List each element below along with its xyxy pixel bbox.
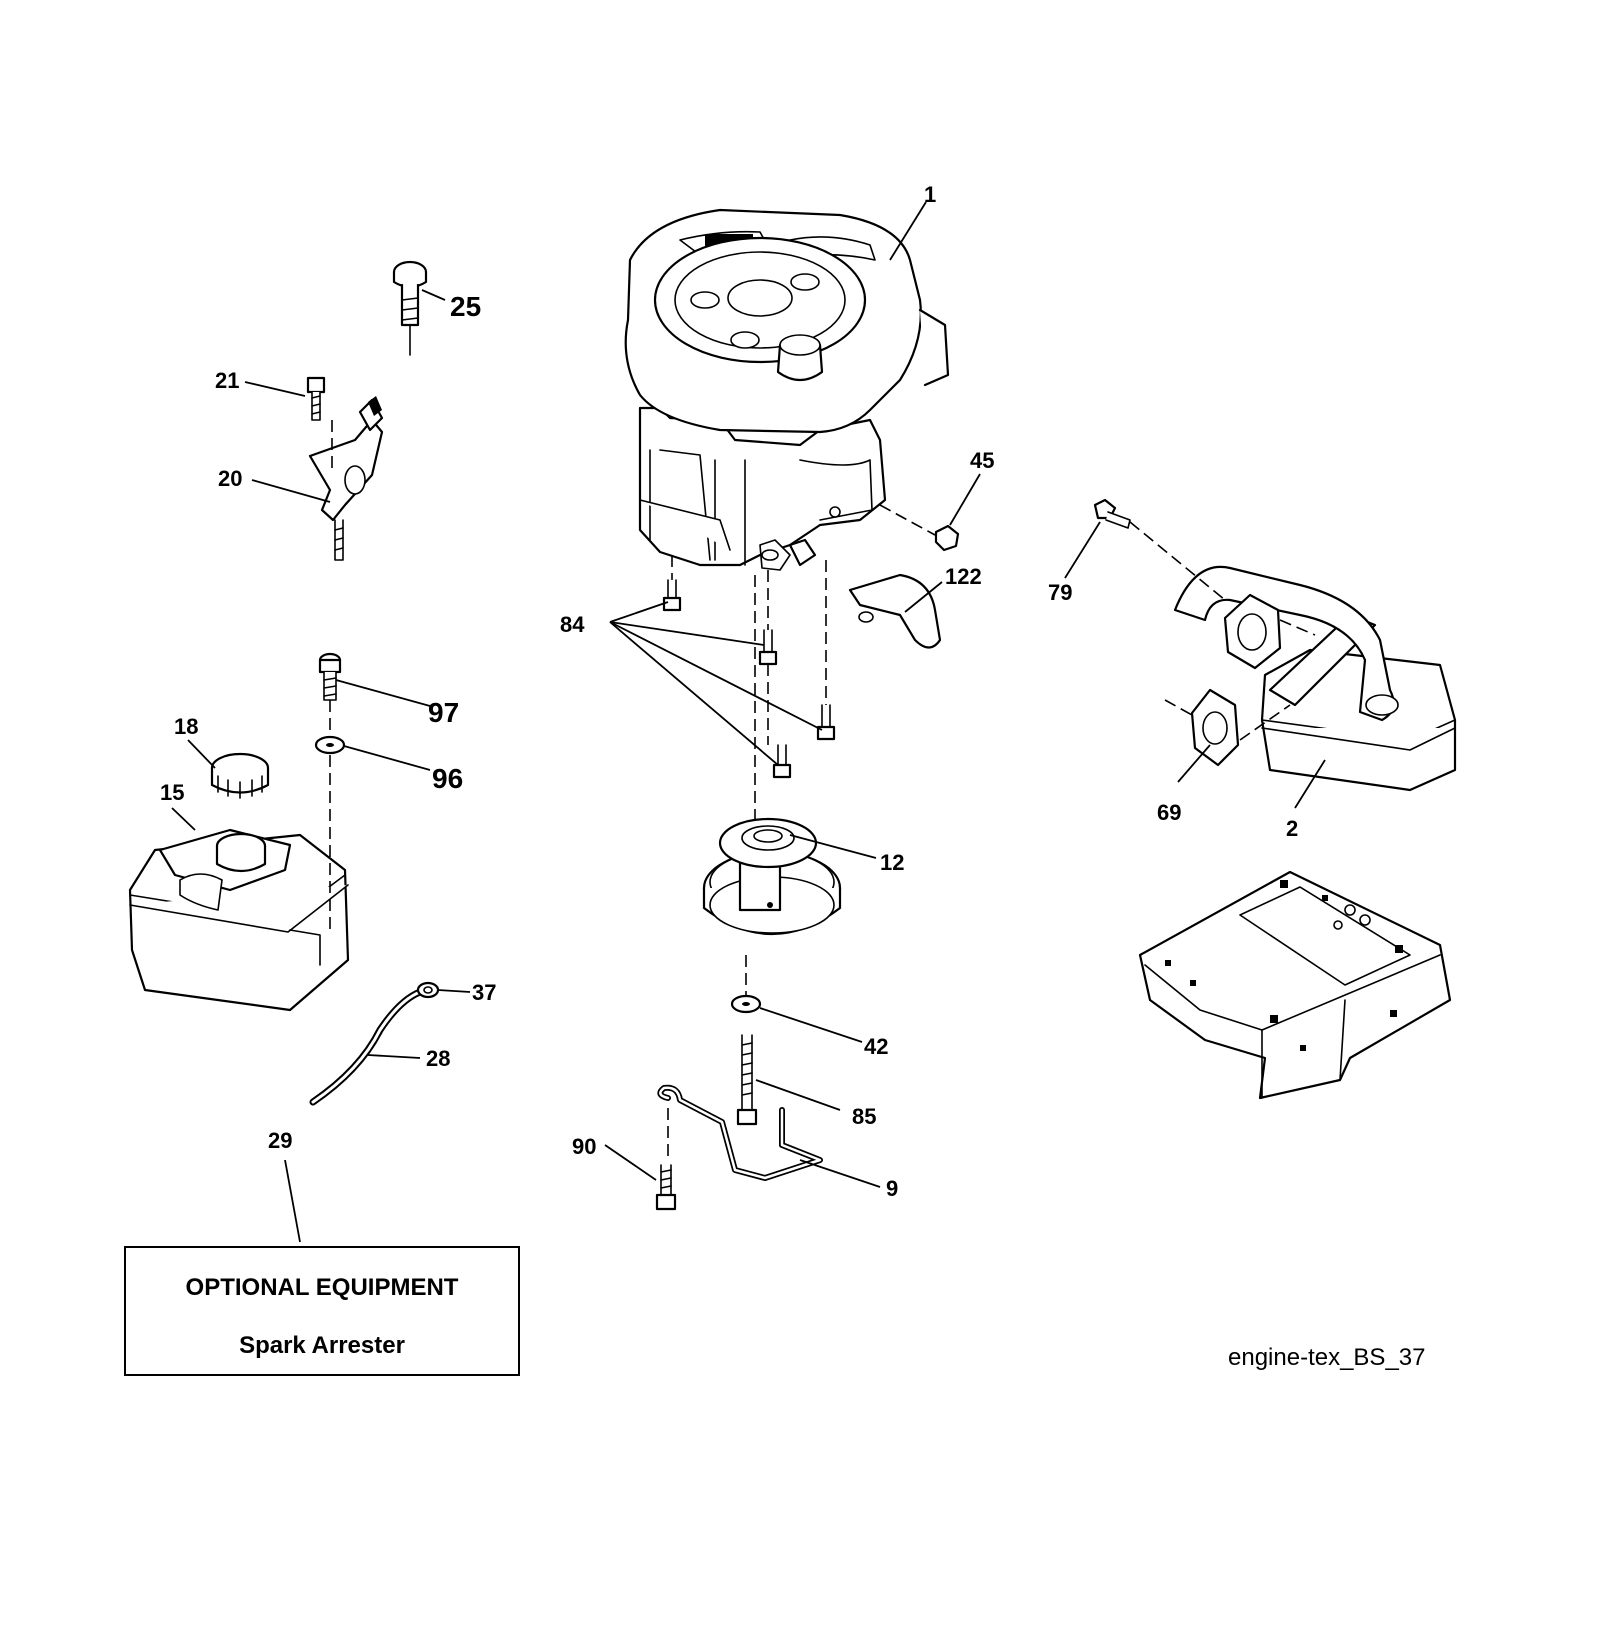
leader-1 [889, 201, 927, 261]
leader-37 [437, 989, 471, 993]
engine-assembly [624, 208, 950, 571]
callout-79: 79 [1048, 580, 1072, 605]
optional-equipment-heading: OPTIONAL EQUIPMENT [185, 1274, 459, 1301]
callout-45: 45 [970, 448, 994, 473]
leader-84-d [609, 621, 779, 766]
bolt-84-c [816, 704, 836, 741]
hose-clamp [416, 981, 440, 999]
leader-12 [789, 834, 877, 859]
optional-equipment-item: Spark Arrester [239, 1332, 405, 1359]
leader-122 [904, 581, 943, 613]
throttle-control-bracket [308, 396, 384, 561]
callout-28: 28 [426, 1046, 450, 1071]
callout-15: 15 [160, 780, 184, 805]
leader-18 [187, 739, 216, 769]
callout-90: 90 [572, 1134, 596, 1159]
callout-37: 37 [472, 980, 496, 1005]
callout-97: 97 [428, 697, 459, 728]
callout-18: 18 [174, 714, 198, 739]
nut-45 [934, 524, 960, 552]
muffler [1173, 565, 1457, 792]
leader-96 [343, 745, 431, 771]
bolt-85 [736, 1034, 758, 1126]
leader-28 [367, 1054, 421, 1059]
heat-shield-bracket-122 [848, 573, 942, 649]
callout-96: 96 [432, 763, 463, 794]
fuel-line [309, 988, 424, 1106]
leader-21 [244, 381, 306, 397]
leader-85 [755, 1079, 841, 1111]
optional-equipment-box: OPTIONAL EQUIPMENT Spark Arrester [124, 1246, 520, 1376]
bolt-90 [655, 1164, 677, 1211]
leader-84-a [609, 601, 669, 623]
leader-84-b [609, 621, 765, 646]
bolt-84-a [662, 579, 682, 612]
leader-9 [799, 1159, 881, 1188]
callout-21: 21 [215, 368, 239, 393]
choke-knob [392, 260, 428, 356]
callout-42: 42 [864, 1034, 888, 1059]
leader-79 [1064, 521, 1101, 579]
leader-97 [335, 679, 431, 707]
callout-12: 12 [880, 850, 904, 875]
leader-25 [421, 289, 446, 301]
fuel-cap [210, 752, 270, 799]
engine-mount-plate [1138, 870, 1452, 1100]
engine-pulley [702, 817, 842, 935]
washer-42 [730, 994, 762, 1014]
callout-20: 20 [218, 466, 242, 491]
callout-29: 29 [268, 1128, 292, 1153]
callout-25: 25 [450, 291, 481, 322]
leader-69 [1177, 744, 1211, 783]
screw-79 [1093, 498, 1131, 529]
leader-42 [759, 1007, 863, 1043]
screw-97 [318, 652, 342, 701]
drawing-reference: engine-tex_BS_37 [1228, 1344, 1426, 1371]
callout-84: 84 [560, 612, 585, 637]
leader-20 [251, 479, 331, 503]
leader-15 [171, 807, 196, 831]
callout-122: 122 [945, 564, 982, 589]
leader-90 [604, 1144, 657, 1181]
callout-1: 1 [924, 182, 936, 207]
washer-96 [314, 735, 346, 755]
leader-45 [949, 473, 981, 526]
bolt-84-b [758, 629, 778, 666]
fuel-tank [128, 828, 350, 1012]
leader-84-c [609, 621, 823, 731]
callout-9: 9 [886, 1176, 898, 1201]
leader-2 [1294, 759, 1326, 809]
bolt-84-d [772, 744, 792, 779]
leader-29 [284, 1159, 301, 1243]
callout-85: 85 [852, 1104, 876, 1129]
callout-2: 2 [1286, 816, 1298, 841]
screw-21 [306, 376, 326, 421]
callout-69: 69 [1157, 800, 1181, 825]
